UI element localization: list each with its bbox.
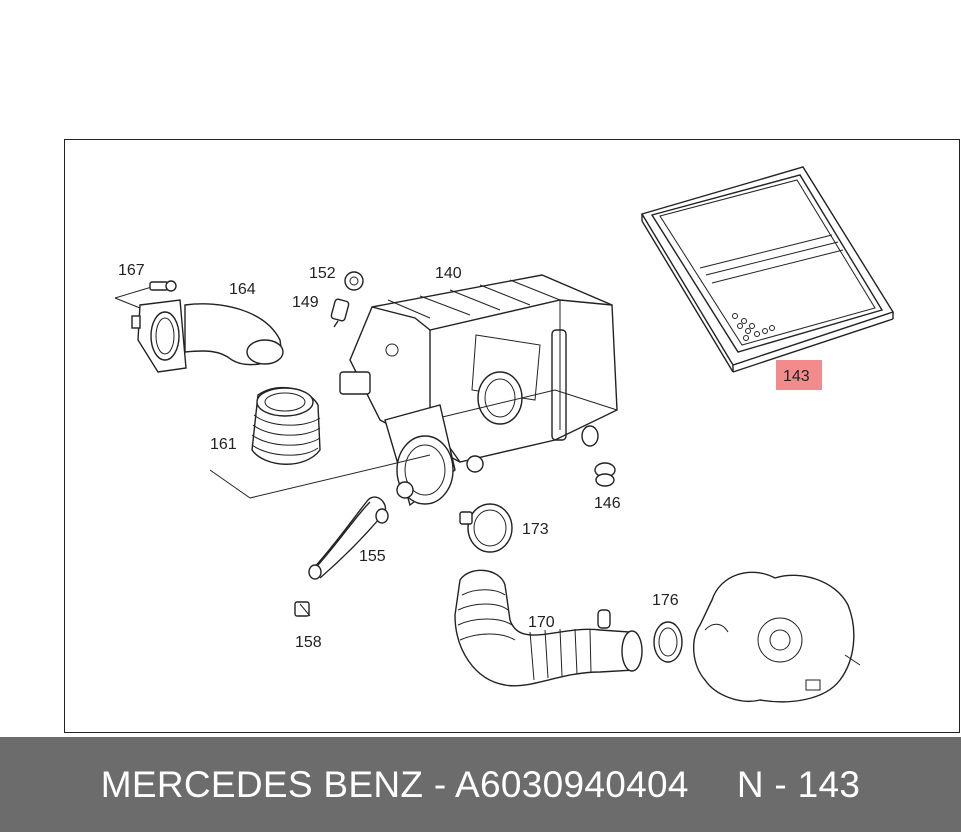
valve-149-drawing	[330, 298, 350, 328]
air-filter-element-drawing	[640, 166, 895, 373]
intake-duct-164-drawing	[131, 299, 284, 373]
hose-155-drawing	[308, 496, 389, 580]
footer-brand-part: MERCEDES BENZ - A6030940404	[100, 763, 689, 805]
label-155: 155	[359, 548, 386, 565]
label-149: 149	[292, 294, 319, 311]
label-176: 176	[652, 592, 679, 609]
label-158: 158	[295, 634, 322, 651]
label-164: 164	[229, 281, 256, 298]
parts-diagram: 167 164 152 149 140 143 161 146 173 155 …	[114, 166, 895, 703]
clip-158-drawing	[294, 601, 311, 617]
label-152: 152	[309, 265, 336, 282]
intake-hose-170-drawing	[454, 569, 643, 687]
highlight-box-143	[776, 360, 822, 390]
clamp-173-drawing	[459, 503, 513, 553]
grommet-146-drawing	[594, 462, 616, 487]
label-143: 143	[783, 368, 810, 385]
nut-152-drawing	[344, 271, 364, 291]
label-140: 140	[435, 265, 462, 282]
label-146: 146	[594, 495, 621, 512]
turbo-housing-drawing	[693, 571, 861, 703]
footer-banner: MERCEDES BENZ - A6030940404 N - 143	[0, 737, 961, 832]
clamp-176-drawing	[653, 621, 683, 663]
label-167: 167	[118, 262, 145, 279]
footer-position: N - 143	[736, 763, 861, 805]
label-161: 161	[210, 436, 237, 453]
label-173: 173	[522, 521, 549, 538]
bellows-161-drawing	[209, 386, 431, 499]
air-filter-housing-drawing	[339, 274, 618, 507]
bolt-167-drawing	[114, 280, 177, 313]
label-170: 170	[528, 614, 555, 631]
